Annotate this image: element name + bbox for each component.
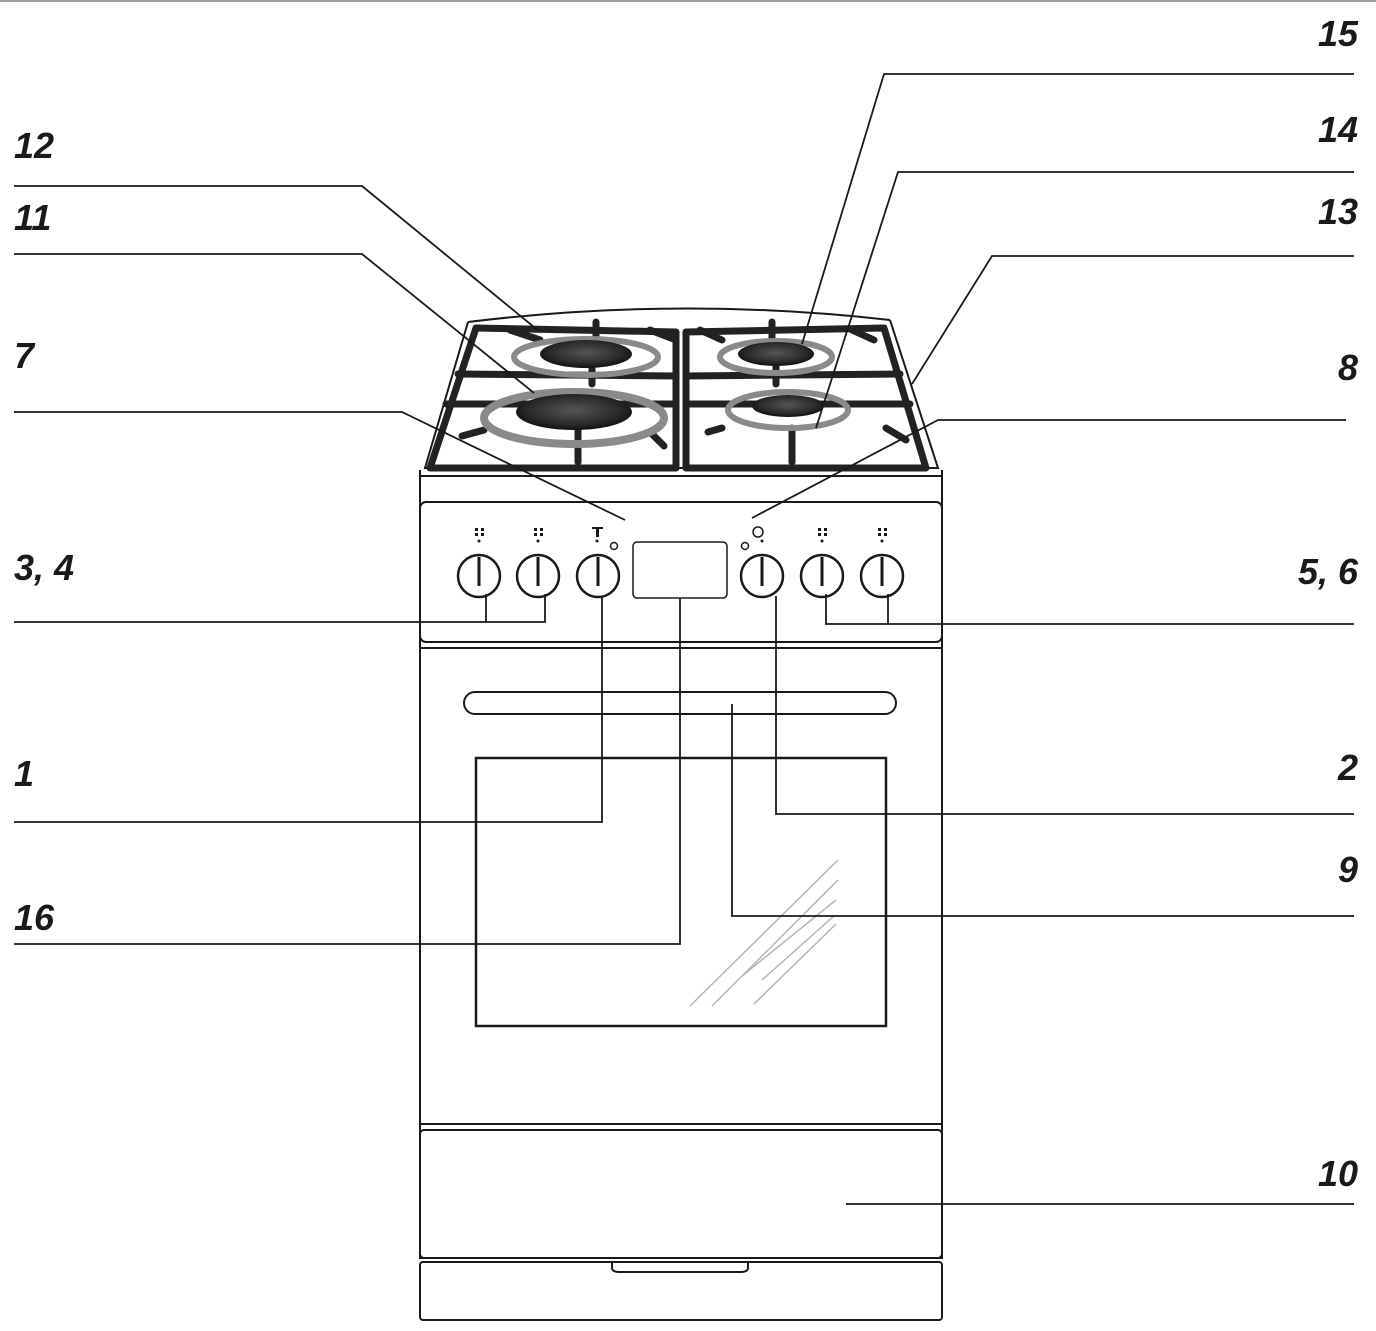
callout-label-7: 7	[14, 335, 35, 376]
leader-14	[815, 171, 1354, 429]
leader-15	[801, 73, 1354, 345]
knob-1	[456, 553, 502, 599]
thermometer-symbol-icon	[592, 527, 603, 543]
knobs	[456, 553, 905, 599]
leader-12	[14, 185, 541, 333]
burner-symbol-icon	[818, 528, 827, 543]
callout-label-9: 9	[1337, 849, 1358, 890]
callout-label-10: 10	[1317, 1153, 1358, 1194]
clock-symbol-icon	[752, 526, 764, 543]
indicator-light-left	[609, 541, 619, 551]
hob-outline	[423, 319, 940, 469]
burner-symbol-icon	[534, 528, 543, 543]
callout-label-15: 15	[1317, 13, 1358, 54]
callout-label-3-4: 3, 4	[14, 547, 75, 588]
indicator-light-right	[740, 541, 750, 551]
callout-label-16: 16	[14, 897, 55, 938]
leader-3-4	[14, 594, 546, 623]
knob-3	[575, 553, 621, 599]
burners	[480, 336, 851, 448]
hob	[419, 307, 943, 480]
callout-label-1: 1	[14, 753, 35, 794]
callout-label-8: 8	[1337, 347, 1358, 388]
oven-window	[474, 756, 888, 1028]
pan-supports	[426, 318, 930, 472]
cabinet-outline	[419, 476, 943, 1259]
hob-back-edge	[467, 307, 891, 323]
leader-8	[751, 419, 1346, 519]
glass-reflection	[689, 859, 839, 1007]
leader-1	[14, 596, 603, 823]
callout-label-5-6: 5, 6	[1297, 551, 1358, 592]
leader-7	[14, 411, 626, 521]
burner-front-right	[725, 389, 851, 431]
plinth	[419, 1261, 943, 1321]
burner-front-left	[480, 388, 668, 448]
cabinet	[419, 476, 943, 1321]
leader-5-6	[825, 594, 1354, 625]
leader-16	[14, 598, 681, 945]
knob-symbols	[475, 526, 887, 543]
burner-rear-left	[511, 336, 661, 378]
burner-symbol-icon	[878, 528, 887, 543]
callout-label-13: 13	[1317, 191, 1358, 232]
drawer	[419, 1129, 943, 1259]
indicator-lights	[609, 541, 750, 551]
knob-5	[799, 553, 845, 599]
knob-2	[515, 553, 561, 599]
callout-label-12: 12	[14, 125, 55, 166]
display	[632, 541, 728, 599]
burner-symbol-icon	[475, 528, 484, 543]
leader-13	[911, 255, 1354, 385]
knob-4	[739, 553, 785, 599]
burner-rear-right	[717, 338, 835, 376]
knob-6	[859, 553, 905, 599]
control-panel	[419, 501, 943, 643]
callout-label-2: 2	[1337, 747, 1358, 788]
leader-9	[731, 704, 1354, 917]
callout-label-14: 14	[1317, 109, 1358, 150]
leader-lines	[14, 73, 1354, 1205]
callout-label-11: 11	[14, 197, 52, 238]
leader-2	[775, 596, 1354, 815]
leader-11	[14, 253, 535, 394]
drawer-handle	[611, 1262, 749, 1273]
